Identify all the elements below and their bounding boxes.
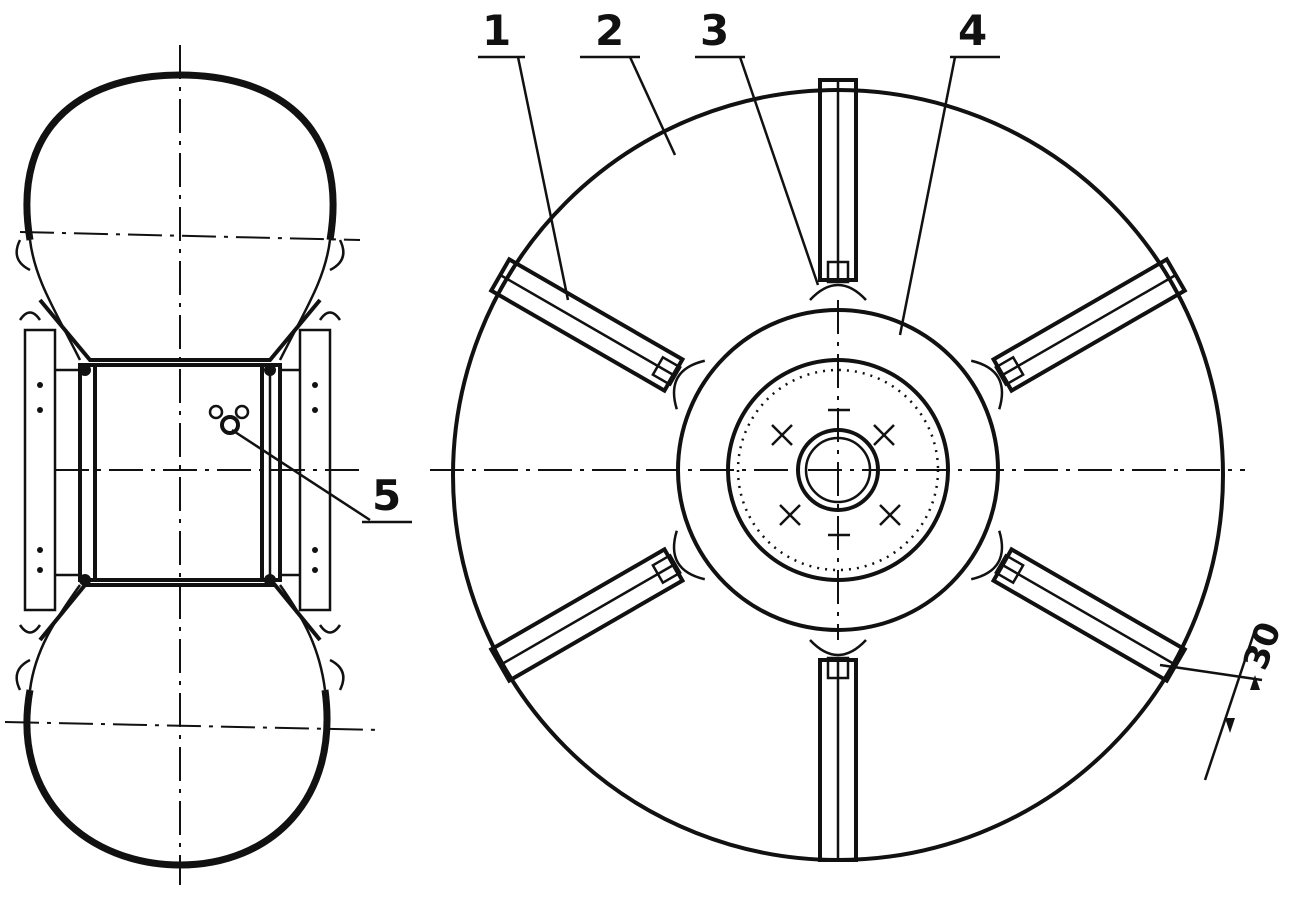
side-view-clamp-tr bbox=[318, 239, 345, 321]
leader-1 bbox=[516, 56, 570, 301]
side-view-bolts bbox=[37, 364, 318, 586]
spoke-bottom bbox=[809, 639, 867, 862]
leader-3 bbox=[738, 56, 820, 286]
label-1: 1 bbox=[482, 6, 511, 55]
side-view-top-axis bbox=[19, 231, 361, 241]
spoke-top bbox=[809, 78, 867, 301]
dimension-30: 30 bbox=[1159, 617, 1290, 781]
leader-4 bbox=[898, 56, 957, 336]
spoke-upper-left bbox=[488, 256, 706, 410]
side-view-clamp-br bbox=[318, 624, 345, 691]
side-view-bottom-ring-inner2 bbox=[28, 584, 327, 691]
side-view-clamp-tl bbox=[15, 239, 42, 321]
side-view-fitting bbox=[208, 404, 250, 435]
leader-5 bbox=[231, 428, 371, 522]
leader-2 bbox=[628, 56, 677, 156]
side-view-clamp-bl bbox=[15, 624, 42, 691]
front-view: 1 2 3 4 30 bbox=[430, 6, 1290, 862]
front-view-spokes bbox=[488, 78, 1188, 862]
spoke-lower-left bbox=[488, 530, 706, 684]
label-2: 2 bbox=[595, 6, 624, 55]
label-4: 4 bbox=[958, 6, 987, 55]
side-view-top-ring-inner2 bbox=[28, 239, 332, 361]
spoke-upper-right bbox=[970, 256, 1188, 410]
label-5: 5 bbox=[372, 471, 401, 520]
side-view-bottom-ring bbox=[23, 689, 331, 869]
spoke-lower-right bbox=[970, 530, 1188, 684]
side-view-bottom-axis bbox=[4, 721, 381, 731]
label-3: 3 bbox=[700, 6, 729, 55]
side-view: 5 bbox=[4, 45, 412, 885]
side-view-hub-frame bbox=[78, 363, 282, 582]
